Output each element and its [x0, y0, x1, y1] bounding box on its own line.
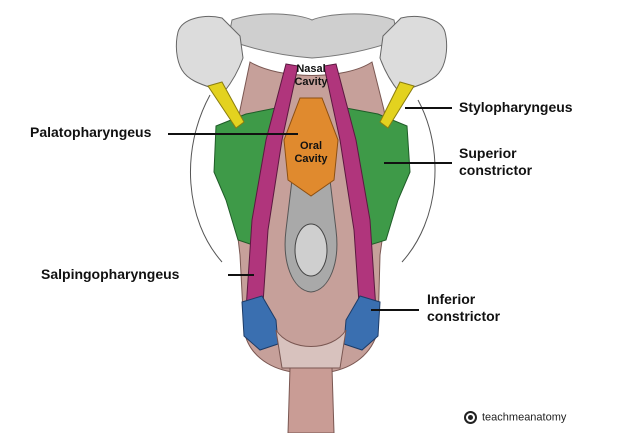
nasal-cavity-line1: Nasal — [284, 63, 338, 76]
teachmeanatomy-logo-icon — [464, 411, 477, 424]
nasal-cavity-line2: Cavity — [284, 76, 338, 89]
watermark-text: teachmeanatomy — [482, 411, 566, 423]
nasal-cavity-label: Nasal Cavity — [284, 63, 338, 89]
inferior-constrictor-leader — [371, 309, 419, 311]
oral-cavity-label: Oral Cavity — [284, 140, 338, 166]
larynx-inlet — [295, 224, 327, 276]
palatopharyngeus-leader — [168, 133, 298, 135]
superior-constrictor-line1: Superior — [459, 145, 532, 162]
inferior-constrictor-label: Inferior constrictor — [427, 291, 500, 325]
oral-cavity-line2: Cavity — [284, 153, 338, 166]
superior-constrictor-leader — [384, 162, 452, 164]
stylopharyngeus-label: Stylopharyngeus — [459, 99, 573, 116]
oral-cavity-line1: Oral — [284, 140, 338, 153]
superior-constrictor-line2: constrictor — [459, 162, 532, 179]
outer-outline-right — [402, 100, 435, 262]
stylopharyngeus-left — [208, 82, 244, 128]
palatopharyngeus-label: Palatopharyngeus — [30, 124, 151, 141]
inferior-constrictor-line1: Inferior — [427, 291, 500, 308]
salpingopharyngeus-label: Salpingopharyngeus — [41, 266, 179, 283]
stylopharyngeus-right — [380, 82, 414, 128]
oesophagus — [288, 368, 334, 433]
superior-constrictor-label: Superior constrictor — [459, 145, 532, 179]
stylopharyngeus-leader — [405, 107, 452, 109]
teachmeanatomy-watermark: teachmeanatomy — [464, 411, 566, 424]
inferior-constrictor-line2: constrictor — [427, 308, 500, 325]
skull-base — [228, 14, 398, 58]
salpingopharyngeus-leader — [228, 274, 254, 276]
